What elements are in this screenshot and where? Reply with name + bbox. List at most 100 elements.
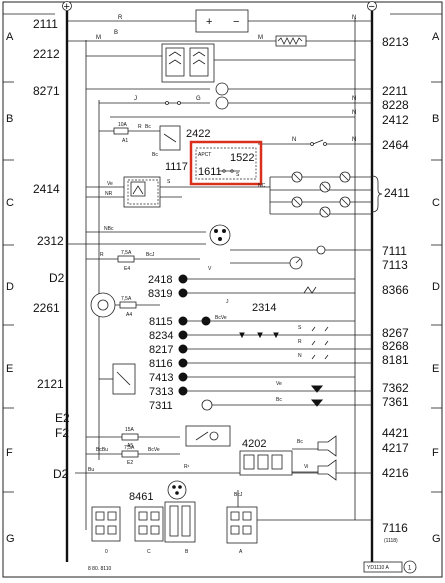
label-7311: 7311 (149, 400, 173, 412)
label-7362: 7362 (382, 381, 409, 395)
wire-mark-bcve: BcVe (215, 315, 227, 321)
label-2312: 2312 (37, 234, 64, 248)
connector-a-label: A (239, 549, 243, 555)
svg-text:−: − (233, 16, 239, 28)
label-8268: 8268 (382, 339, 409, 353)
wire-mark-s-hl: S (236, 172, 240, 178)
gauge-2261: 7,5A A4 (90, 292, 160, 318)
fuse-10a: 10A (118, 122, 128, 128)
positive-rail-label: + (64, 1, 70, 13)
row-letter-f-right: F (432, 447, 439, 459)
label-1611: 1611 (198, 166, 222, 178)
relay-box-2212 (86, 43, 355, 83)
wire-mark-r: R (118, 15, 123, 21)
label-8217: 8217 (149, 344, 173, 356)
wire-mark-bc-fuse: Bc (145, 124, 151, 130)
footer-ref-label: YD1110 A (367, 565, 389, 571)
fuse-a5-e2: 15A A5 7,5A E2 BcBu BcVe Bu R¹ (75, 427, 372, 474)
battery: + − R N (67, 9, 372, 33)
label-7361: 7361 (382, 395, 409, 409)
label-1522: 1522 (230, 152, 254, 164)
label-7313: 7313 (149, 386, 173, 398)
label-2411: 2411 (384, 186, 410, 200)
footer-ref: YD1110 A 1 (363, 560, 417, 574)
row-letter-d-right: D (432, 281, 440, 293)
wire-mark-n-b2: N (352, 110, 356, 116)
label-d2-lower: D2 (53, 467, 69, 481)
label-2314: 2314 (252, 302, 276, 314)
label-4202: 4202 (242, 438, 266, 450)
highlighted-module: APCT 1522 1611 S (189, 140, 263, 186)
lamp-group-2411: NC (258, 171, 372, 218)
wire-mark-m: M (96, 35, 101, 41)
wire-mark-r-prime: R¹ (184, 464, 190, 470)
connector-c-label: C (147, 549, 151, 555)
label-7413: 7413 (149, 372, 173, 384)
row-letter-d-left: D (6, 281, 14, 293)
label-2464: 2464 (382, 138, 409, 152)
label-2111: 2111 (33, 17, 58, 31)
row-letter-e-right: E (432, 363, 439, 375)
row-letter-a-left: A (6, 31, 14, 43)
switch-box (185, 425, 231, 447)
label-8116: 8116 (149, 358, 173, 370)
wire-mark-j-2: J (226, 299, 229, 305)
wire-mark-n-2464b: N (352, 137, 356, 143)
wire-mark-bcbu: BcBu (96, 447, 108, 453)
label-d2-upper: D2 (49, 271, 65, 285)
row-letter-b-right: B (432, 113, 439, 125)
label-2211: 2211 (382, 84, 408, 98)
positive-rail-symbol: + (62, 1, 72, 13)
row-letter-g-right: G (432, 533, 441, 545)
row-letter-c-left: C (6, 197, 14, 209)
label-7116: 7116 (382, 521, 408, 535)
row-letter-a-right: A (432, 31, 440, 43)
wire-mark-r-e4: R (100, 252, 104, 258)
wire-mark-nr: NR (105, 191, 113, 197)
wire-mark-bcj: BcJ (146, 252, 155, 258)
footer-page-number: 1 (408, 566, 412, 572)
wire-mark-r-fuse: R (138, 124, 142, 130)
fuse-7-5a-3: 7,5A (124, 445, 135, 451)
warning-lamps: 8115 8234 8217 8116 7413 7313 7311 BcVe … (149, 315, 372, 412)
row-letter-c-right: C (432, 197, 440, 209)
wire-mark-vi: Vi (304, 464, 308, 470)
fuse-7-5a-1: 7,5A (121, 250, 132, 256)
label-7113: 7113 (382, 258, 408, 272)
wire-mark-ve-2: Ve (276, 381, 282, 387)
fuse-a5-label: A5 (127, 443, 133, 449)
wire-mark-bu: Bu (88, 467, 94, 473)
connector-b-label: B (185, 549, 189, 555)
fuse-e4: 7,5A E4 R BcJ (86, 250, 200, 272)
wire-mark-bcve-2: BcVe (148, 447, 160, 453)
fuse-7-5a-2: 7,5A (121, 296, 132, 302)
wire-mark-m-2: M (258, 35, 263, 41)
fuse-e2-label: E2 (127, 460, 133, 466)
row-2418-8319: 2418 8319 2314 V J (148, 266, 355, 314)
fuse-15a: 15A (125, 427, 135, 433)
label-2418: 2418 (148, 274, 172, 286)
label-8267: 8267 (382, 326, 409, 340)
negative-rail-symbol: − (367, 1, 377, 13)
label-f2: F2 (55, 426, 69, 440)
svg-text:+: + (206, 16, 212, 28)
label-8319: 8319 (148, 288, 172, 300)
wire-mark-b: B (114, 30, 118, 36)
wire-mark-n-b: N (352, 96, 356, 102)
label-4217: 4217 (382, 441, 409, 455)
wire-mark-n-3: N (298, 353, 302, 359)
label-e2: E2 (55, 411, 70, 425)
fuse-a1: A1 (122, 138, 128, 144)
wire-mark-bc-relay: Bc (152, 152, 158, 158)
label-8228: 8228 (382, 98, 409, 112)
supply-rails (65, 11, 374, 562)
heater-circuit: M M B (67, 30, 372, 47)
wire-mark-bc-4202: Bc (297, 439, 303, 445)
wire-mark-g: G (196, 96, 201, 102)
bracket-2411 (371, 175, 383, 213)
fuse-e4-label: E4 (124, 266, 130, 272)
row-2312: NBc (67, 224, 372, 270)
fuse-a4-label: A4 (126, 312, 132, 318)
